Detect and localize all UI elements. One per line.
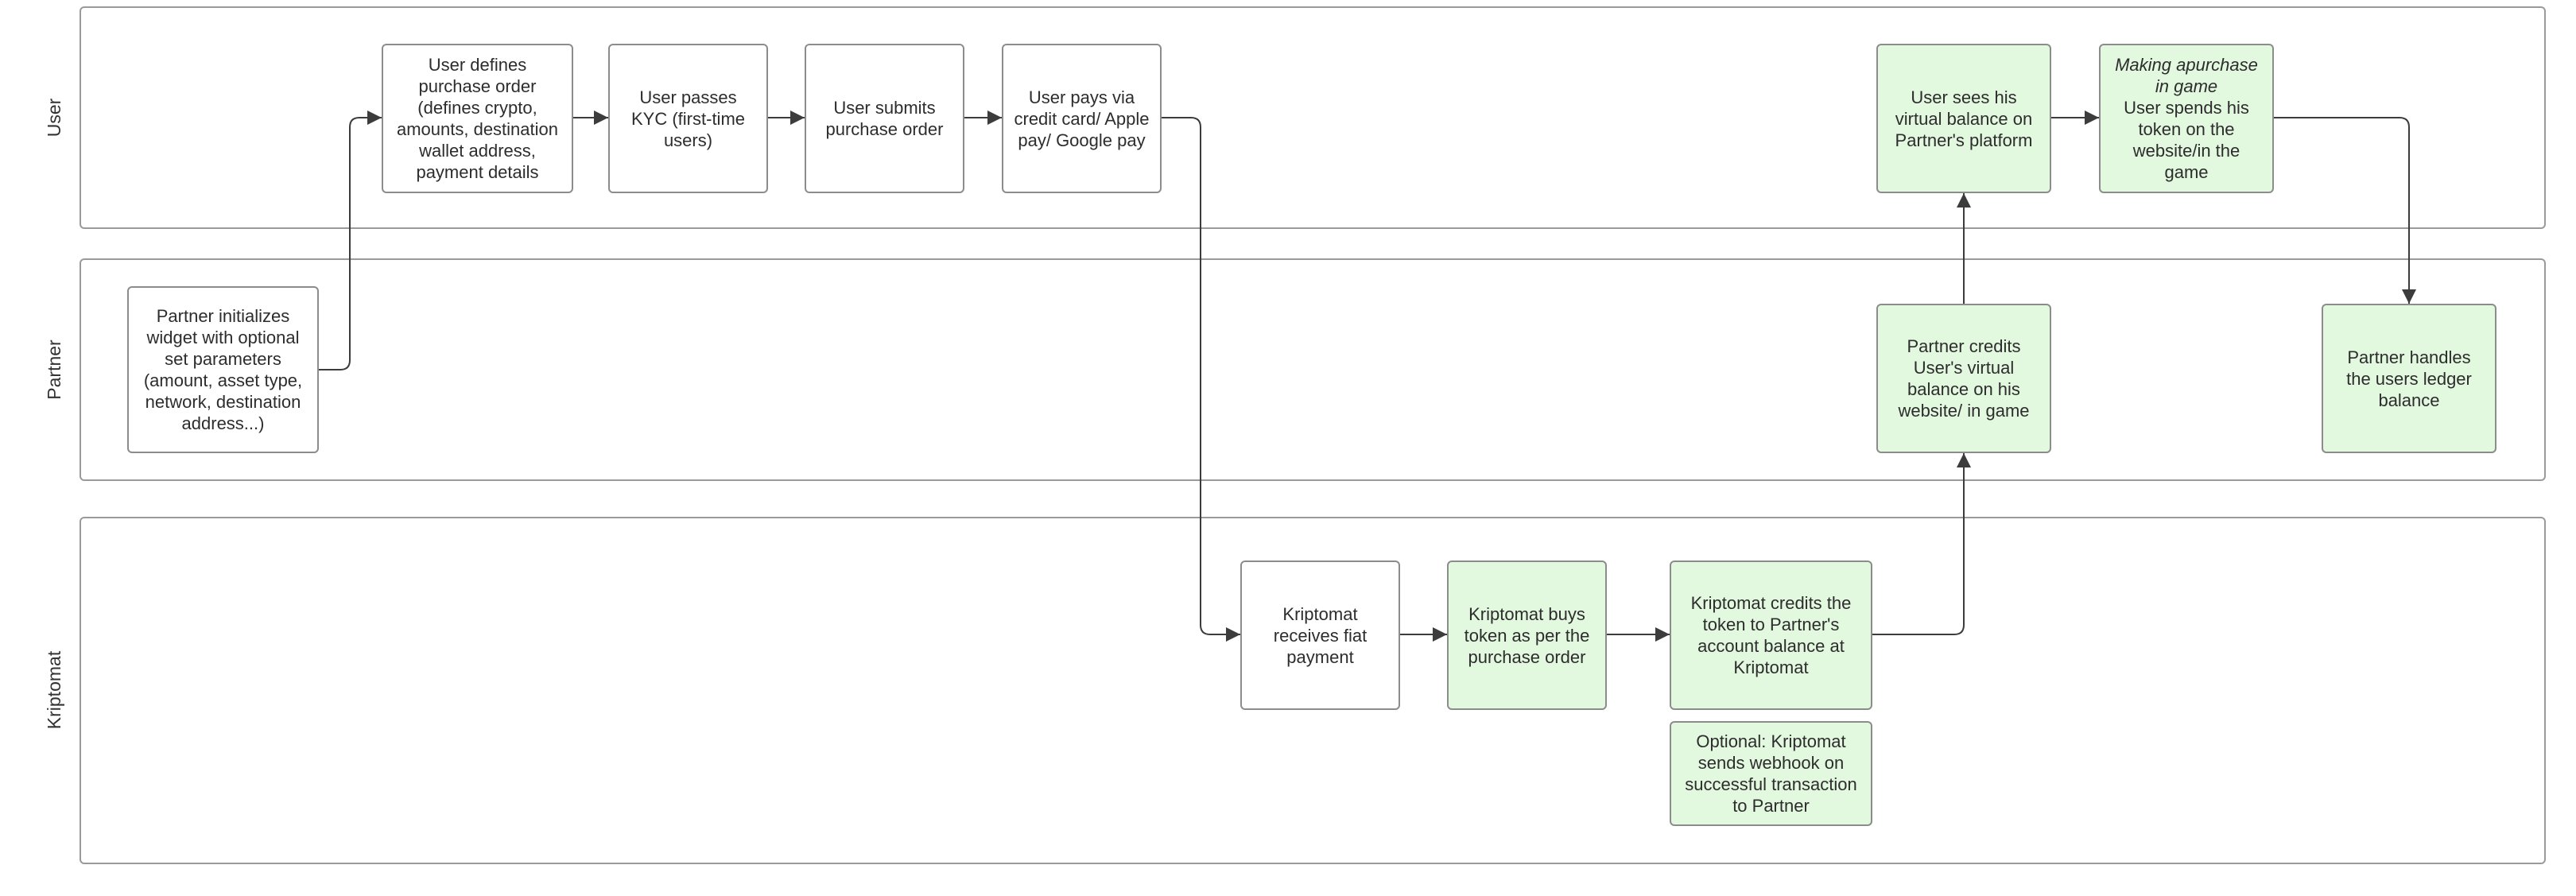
- node-kriptomat-credits-token: Kriptomat credits the token to Partner's…: [1670, 560, 1872, 710]
- node-text: User submits purchase order: [825, 98, 944, 139]
- node-user-submits-order: User submits purchase order: [805, 44, 964, 193]
- node-text: Kriptomat buys token as per the purchase…: [1464, 603, 1590, 667]
- node-text: Partner credits User's virtual balance o…: [1898, 336, 2030, 421]
- node-text: User sees his virtual balance on Partner…: [1895, 87, 2033, 150]
- lane-label-partner: Partner: [44, 339, 64, 400]
- lane-label-kriptomat: Kriptomat: [44, 650, 64, 730]
- node-text: User pays via credit card/ Apple pay/ Go…: [1014, 87, 1150, 150]
- node-text: Kriptomat credits the token to Partner's…: [1690, 593, 1852, 677]
- node-text: Partner initializes widget with optional…: [143, 306, 303, 433]
- node-user-sees-balance: User sees his virtual balance on Partner…: [1876, 44, 2051, 193]
- node-text: Kriptomat receives fiat payment: [1273, 603, 1368, 667]
- node-partner-credits: Partner credits User's virtual balance o…: [1876, 304, 2051, 453]
- node-kriptomat-receives-fiat: Kriptomat receives fiat payment: [1240, 560, 1400, 710]
- lane-partner: [80, 258, 2546, 481]
- node-text: User passes KYC (first-time users): [631, 87, 745, 150]
- node-partner-init-widget: Partner initializes widget with optional…: [127, 286, 319, 453]
- node-text: Optional: Kriptomat sends webhook on suc…: [1685, 731, 1857, 816]
- node-text: User defines purchase order (defines cry…: [396, 55, 559, 182]
- node-text: User spends his token on the website/in …: [2124, 98, 2249, 182]
- node-text: Partner handles the users ledger balance: [2346, 347, 2472, 410]
- node-user-pays: User pays via credit card/ Apple pay/ Go…: [1002, 44, 1162, 193]
- lane-label-user: User: [44, 98, 64, 138]
- node-user-defines-order: User defines purchase order (defines cry…: [382, 44, 573, 193]
- node-partner-ledger: Partner handles the users ledger balance: [2322, 304, 2496, 453]
- node-kriptomat-buys-token: Kriptomat buys token as per the purchase…: [1447, 560, 1607, 710]
- node-heading: Making apurchase in game: [2115, 55, 2258, 96]
- node-user-spends-token: Making apurchase in game User spends his…: [2099, 44, 2274, 193]
- node-user-kyc: User passes KYC (first-time users): [608, 44, 768, 193]
- node-kriptomat-webhook: Optional: Kriptomat sends webhook on suc…: [1670, 721, 1872, 826]
